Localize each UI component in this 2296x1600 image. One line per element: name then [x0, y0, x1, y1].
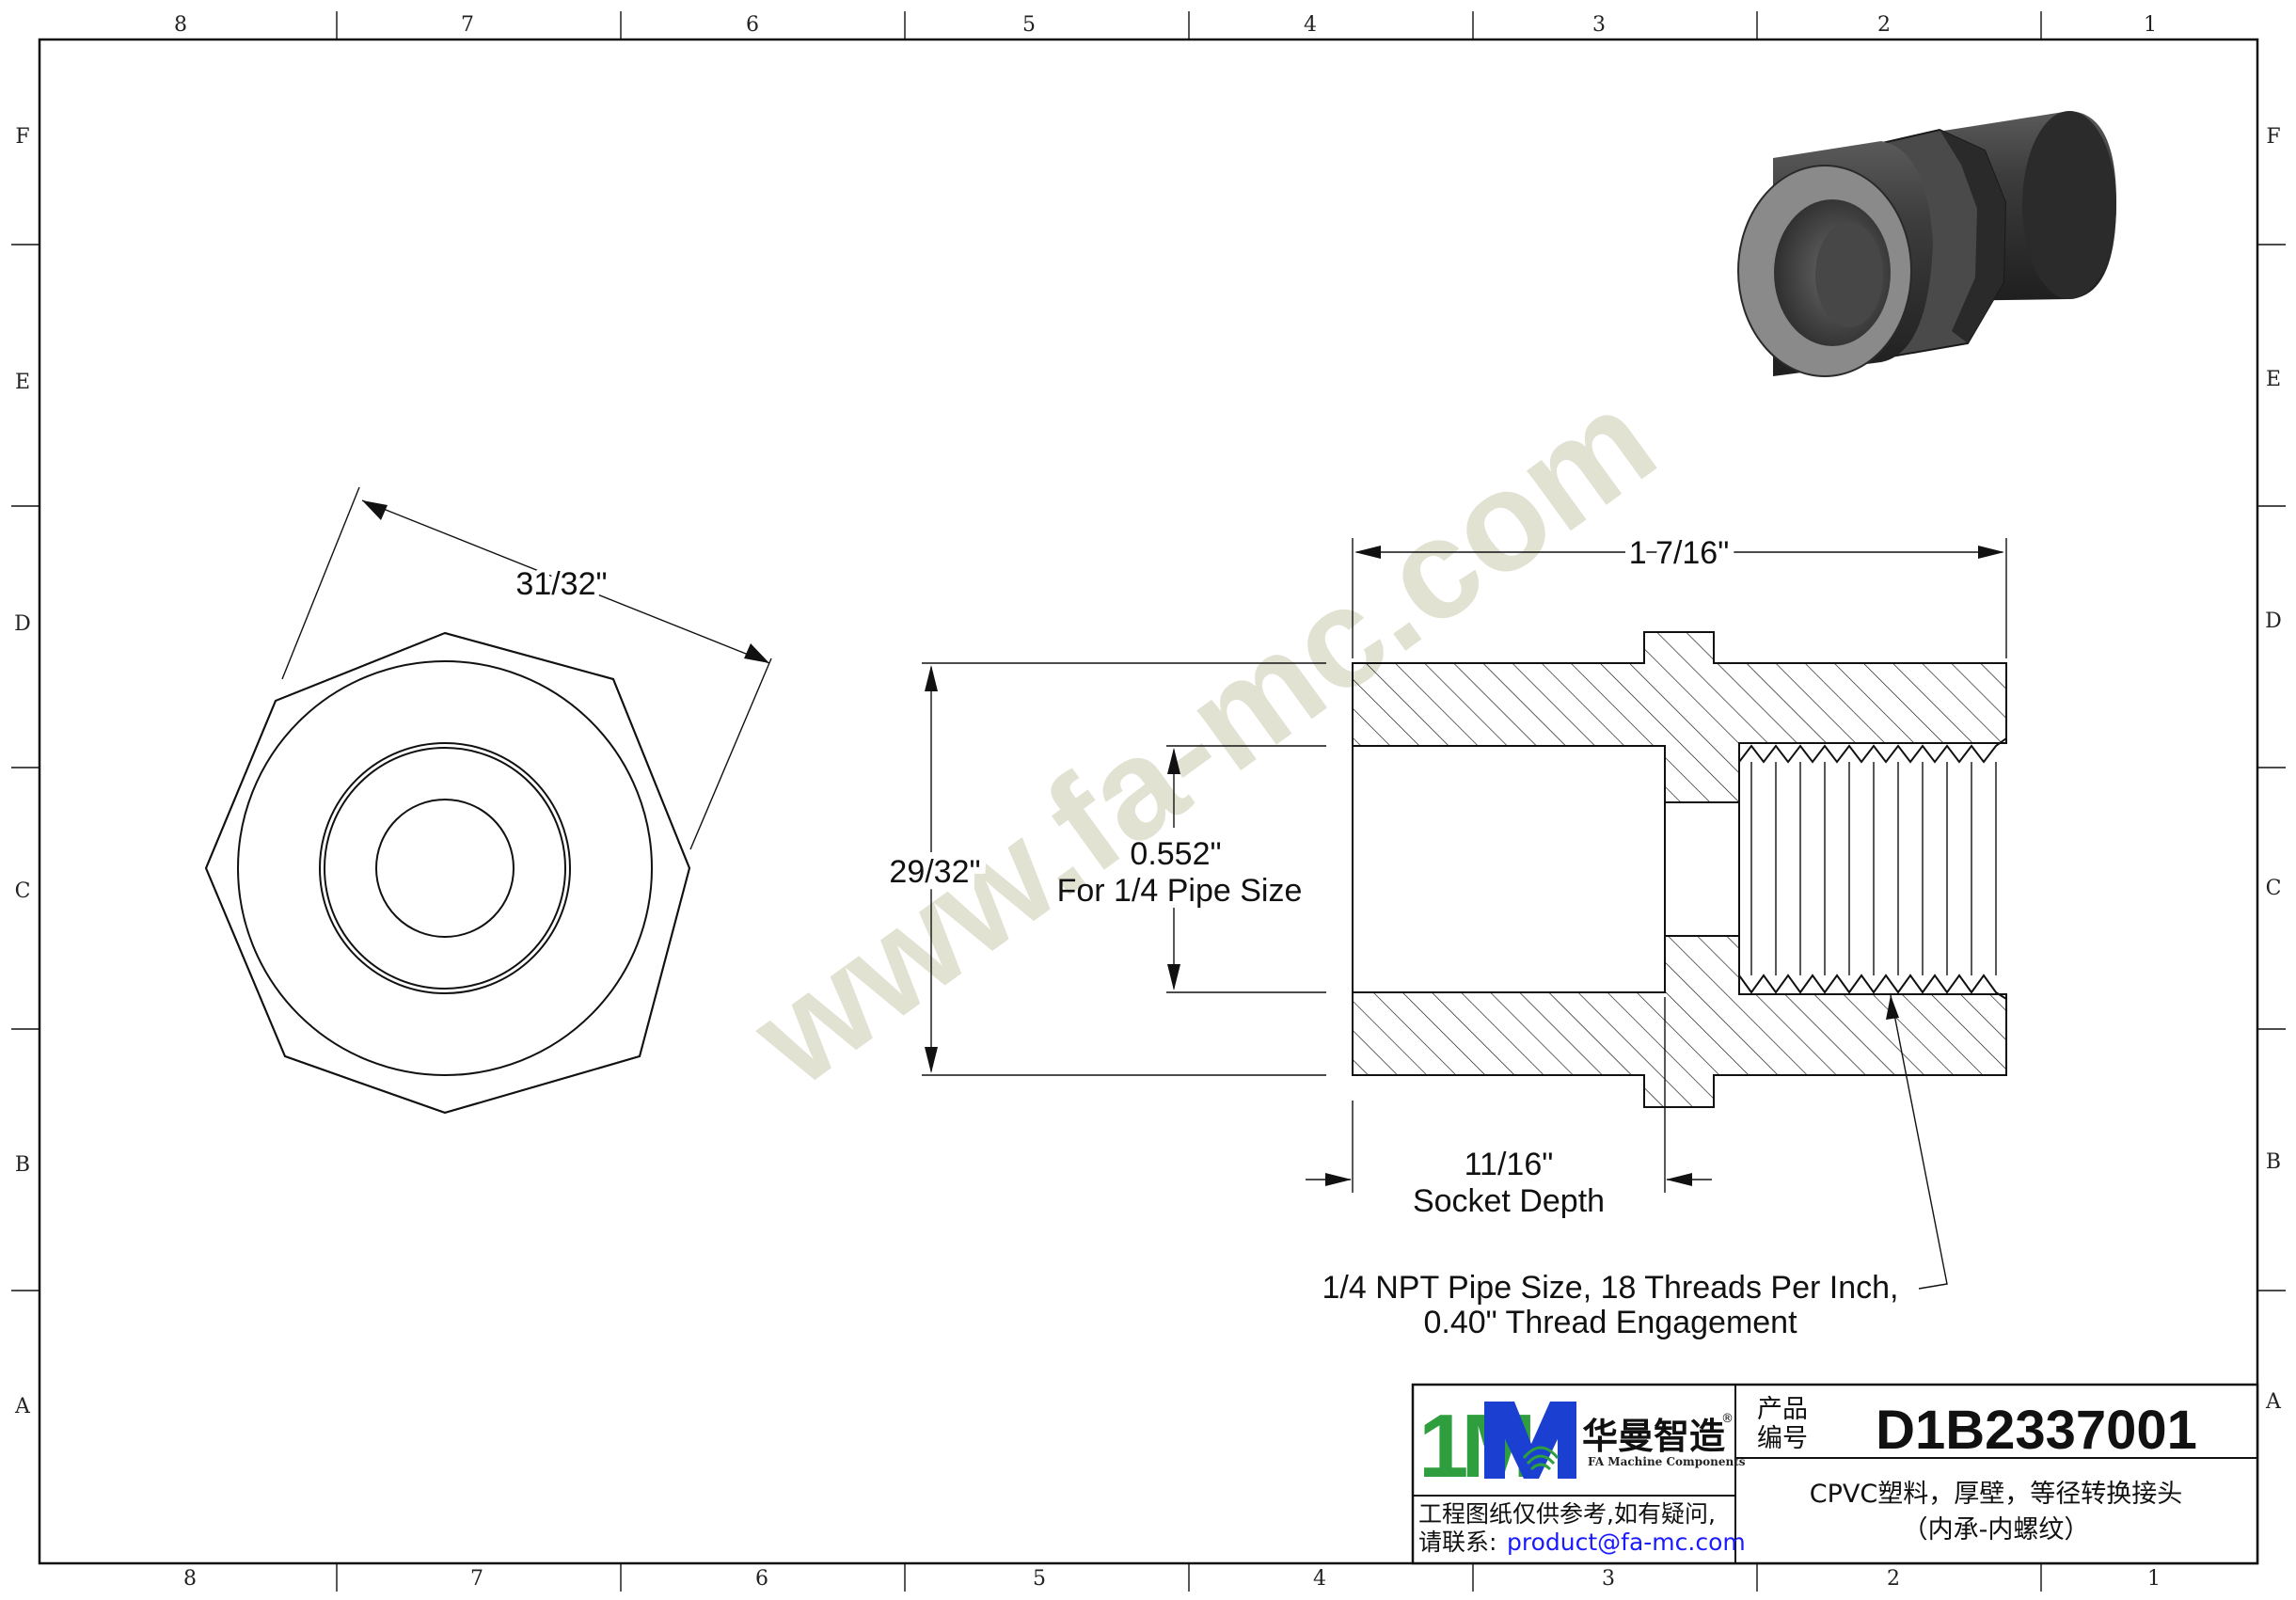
dim-overall-length: 1 7/16" [1629, 535, 1730, 571]
disclaimer-line-2: 请联系: [1418, 1529, 1496, 1556]
zone-col-top-4: 4 [1304, 13, 1317, 37]
zone-row-left-C: C [15, 879, 31, 903]
dim-socket-depth-label: Socket Depth [1413, 1183, 1605, 1219]
zone-col-top-2: 2 [1877, 13, 1891, 37]
zone-row-right-A: A [2265, 1390, 2282, 1414]
zone-row-left-E: E [15, 371, 30, 394]
zone-row-right-B: B [2266, 1150, 2281, 1174]
zone-col-bottom-8: 8 [183, 1567, 197, 1591]
product-description-2: （内承-内螺纹） [1903, 1515, 2090, 1545]
section-view: 1 7/16" 29/32" 0.552" For 1/4 Pipe Size … [882, 529, 2007, 1340]
product-code-label-2: 编号 [1757, 1424, 1808, 1453]
zone-col-bottom-2: 2 [1887, 1567, 1900, 1591]
zone-col-bottom-1: 1 [2147, 1567, 2161, 1591]
zone-row-left-A: A [14, 1395, 31, 1418]
zone-col-top-1: 1 [2144, 13, 2157, 37]
dim-hex-across-flats: 31/32" [515, 566, 607, 602]
brand-name-cn: 华曼智造 [1582, 1416, 1725, 1457]
fitting-3d-render [1737, 111, 2116, 377]
contact-email-link[interactable]: product@fa-mc.com [1507, 1529, 1746, 1556]
dim-socket-depth: 11/16" [1465, 1147, 1554, 1182]
product-code: D1B2337001 [1876, 1400, 2197, 1461]
zone-row-right-C: C [2266, 877, 2282, 900]
company-logo: 1M 华曼智造 ® FA Machine Components [1418, 1396, 1746, 1497]
zone-col-top-7: 7 [461, 13, 474, 37]
zone-col-bottom-7: 7 [470, 1567, 483, 1591]
zone-col-top-8: 8 [174, 13, 187, 37]
zone-row-right-F: F [2266, 125, 2280, 149]
product-code-label-1: 产品 [1757, 1395, 1808, 1424]
dim-socket-bore: 0.552" [1130, 836, 1221, 872]
drawing-frame: 8 7 6 5 4 3 2 1 8 7 6 5 4 3 2 1 F E D C … [11, 11, 2286, 1592]
thread-note-line-2: 0.40" Thread Engagement [1423, 1305, 1797, 1340]
title-block: 1M 华曼智造 ® FA Machine Components 产品 编号 D1… [1411, 1383, 2259, 1565]
thread-note-line-1: 1/4 NPT Pipe Size, 18 Threads Per Inch, [1322, 1270, 1899, 1306]
zone-col-bottom-5: 5 [1033, 1567, 1046, 1591]
dim-outer-diameter: 29/32" [889, 854, 980, 890]
zone-row-left-F: F [15, 125, 29, 149]
zone-row-right-D: D [2265, 610, 2282, 633]
dim-socket-bore-note: For 1/4 Pipe Size [1057, 873, 1303, 909]
zone-col-bottom-3: 3 [1602, 1567, 1615, 1591]
hex-end-view: 31/32" [204, 486, 772, 1115]
zone-row-left-D: D [14, 612, 31, 636]
zone-col-top-6: 6 [746, 13, 759, 37]
zone-row-left-B: B [15, 1153, 30, 1177]
zone-col-bottom-6: 6 [755, 1567, 768, 1591]
zone-col-top-3: 3 [1592, 13, 1606, 37]
zone-row-right-E: E [2266, 368, 2281, 391]
brand-name-en: FA Machine Components [1588, 1455, 1746, 1468]
disclaimer-line-1: 工程图纸仅供参考,如有疑问, [1418, 1500, 1716, 1528]
product-description-1: CPVC塑料，厚壁，等径转换接头 [1810, 1480, 2182, 1509]
internal-thread [1738, 737, 2007, 1000]
zone-col-bottom-4: 4 [1313, 1567, 1326, 1591]
zone-col-top-5: 5 [1022, 13, 1036, 37]
registered-mark: ® [1721, 1412, 1734, 1426]
